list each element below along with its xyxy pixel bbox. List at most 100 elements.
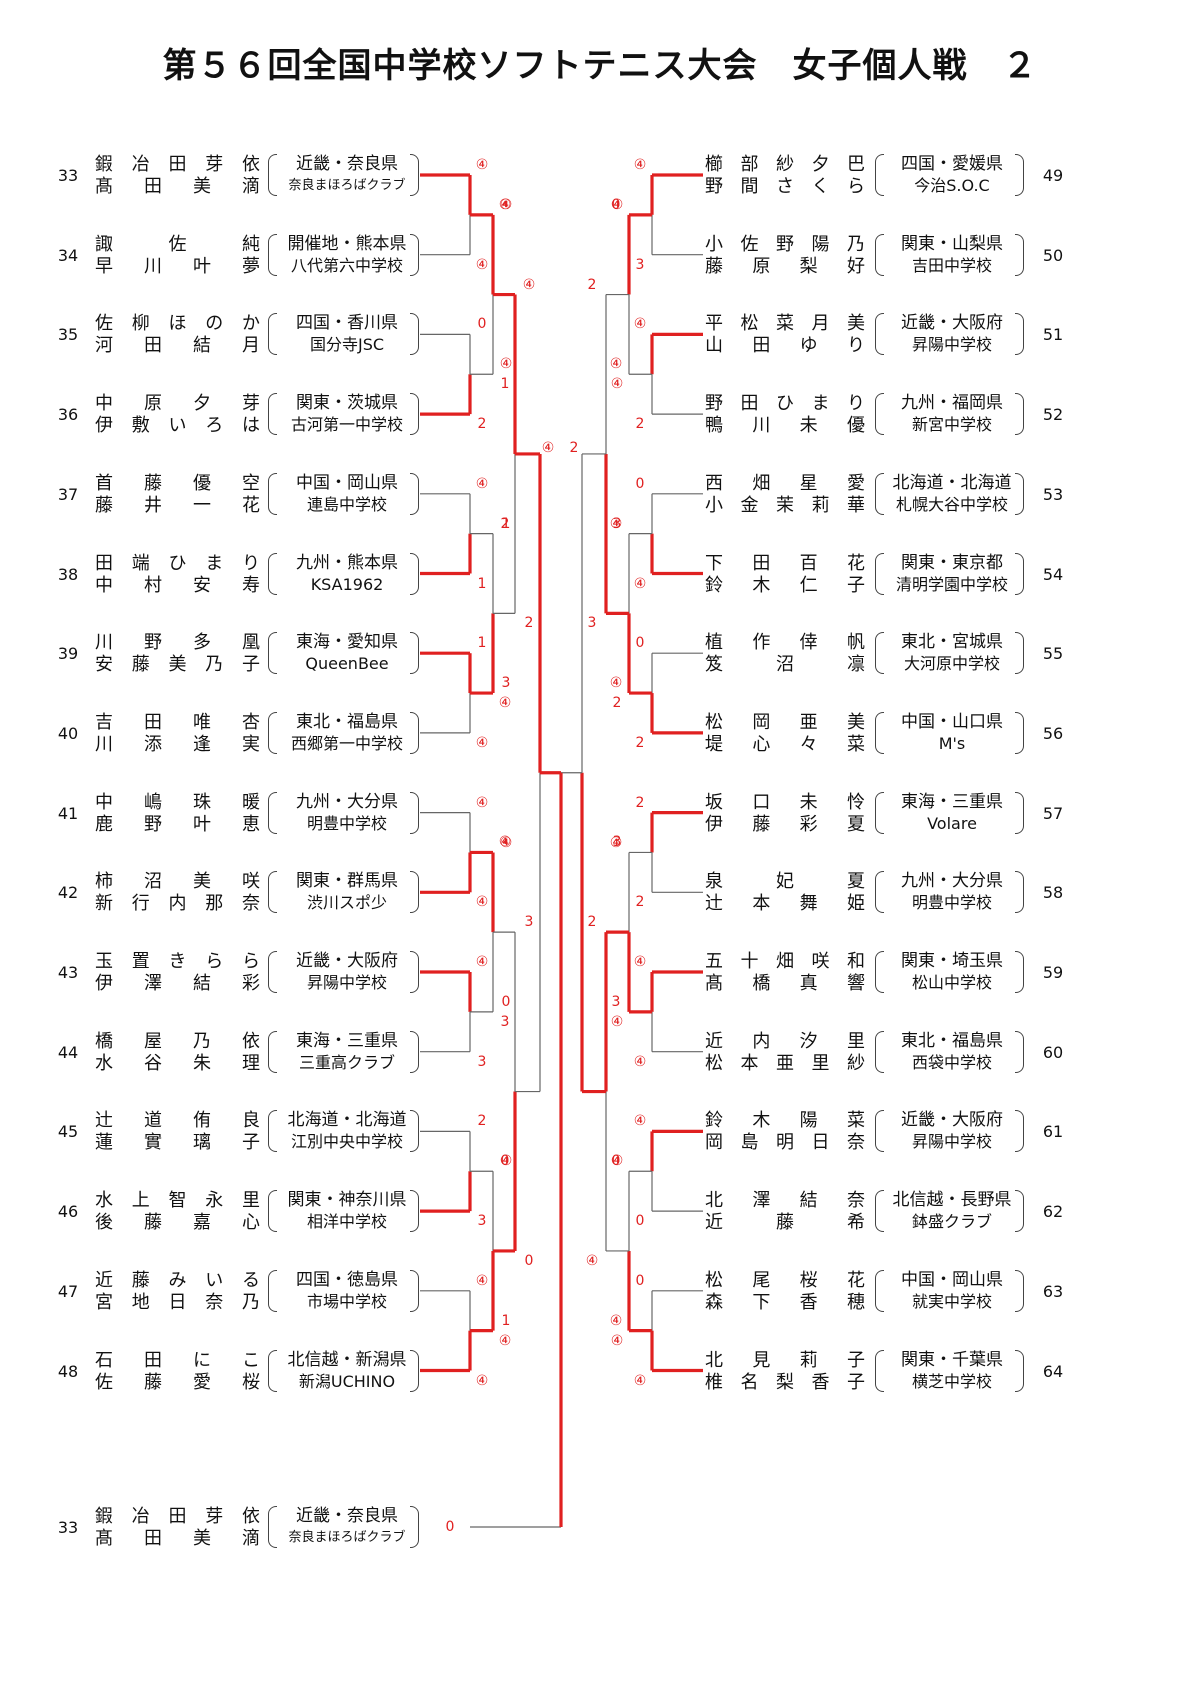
prefecture-label: 九州・福岡県: [901, 393, 1003, 414]
right_entries.4-seed-number: 53: [1042, 484, 1064, 504]
prefecture-label: 関東・千葉県: [901, 1349, 1003, 1370]
prefecture-label: 関東・東京都: [901, 552, 1003, 573]
school-club-label: 明豊中学校: [911, 893, 992, 913]
left_scores-score-r1b: ④: [499, 197, 513, 213]
school-club-label: 奈良まほろばクラブ: [288, 178, 406, 193]
left_scores-score-r2: 2: [500, 515, 510, 532]
school-club-label: 市場中学校: [306, 1291, 387, 1311]
player-name: 石田にこ: [95, 1349, 260, 1371]
left_scores-score-r1: 2: [477, 1113, 487, 1130]
player-name: 西畑星愛: [705, 472, 865, 494]
player-name: 玉置きらら: [95, 951, 260, 972]
player-name: 諏佐純: [95, 233, 260, 255]
affiliation-bracket-open: [268, 233, 277, 276]
school-club-label: 横芝中学校: [911, 1371, 992, 1391]
left_scores-score-r1: ④: [475, 794, 489, 811]
prefecture-label: 四国・香川県: [296, 313, 398, 334]
left_scores-score-r1b: ④: [499, 1153, 513, 1170]
right_scores-score-r2: 3: [612, 834, 622, 851]
left_scores-score-r1b: 3: [501, 675, 511, 692]
final-left-score: ④: [541, 440, 555, 456]
prefecture-label: 四国・愛媛県: [901, 154, 1003, 174]
player-name: 泉妃夏: [705, 871, 865, 893]
player-name: 北見莉子: [705, 1349, 865, 1371]
right_scores-score-r1: ④: [633, 316, 647, 333]
right_scores-score-r2b: ④: [610, 1332, 624, 1349]
right_scores-score-r1b: 0: [611, 1153, 621, 1170]
right_scores-score-r2: ④: [610, 196, 624, 213]
right_scores-score-r2: 3: [612, 515, 622, 532]
left_scores-score-r1: ④: [475, 1272, 489, 1289]
school-club-label: 奈良まほろばクラブ: [288, 1530, 406, 1545]
school-club-label: 新宮中学校: [911, 415, 992, 435]
prefecture-label: 開催地・熊本県: [287, 233, 407, 254]
right_scores-score-r1b: ④: [609, 675, 623, 692]
school-club-label: 吉田中学校: [911, 255, 992, 275]
affiliation-bracket-open: [268, 393, 277, 436]
player-name: 植作倖帆: [705, 632, 865, 654]
player-name: 小佐野陽乃: [705, 233, 865, 255]
partner-name: 辻本舞姫: [705, 893, 865, 915]
partner-name: 河田結月: [95, 335, 260, 357]
left_scores-score-r3b: 2: [524, 615, 534, 632]
partner-name: 堤心々菜: [705, 733, 865, 755]
right_entries.8-seed-number: 57: [1042, 803, 1064, 823]
left_scores-score-r2: 0: [500, 1153, 510, 1170]
left_scores-score-r1: ④: [475, 954, 489, 970]
player-name: 櫛部紗夕巴: [705, 154, 865, 175]
left_scores-score-r1c: 3: [477, 1213, 487, 1230]
partner-name: 宮地日奈乃: [95, 1291, 260, 1313]
left_scores-score-r2: ④: [498, 196, 512, 213]
prefecture-label: 中国・山口県: [901, 711, 1003, 732]
school-club-label: QueenBee: [305, 654, 389, 674]
school-club-label: 連島中学校: [306, 494, 387, 514]
affiliation-bracket-close: [1015, 1349, 1024, 1392]
prefecture-label: 九州・大分県: [296, 791, 398, 812]
affiliation-bracket-open: [268, 791, 277, 834]
partner-name: 蓮實璃子: [95, 1132, 260, 1154]
left_scores-score-r2b: 3: [500, 1013, 510, 1030]
prefecture-label: 九州・大分県: [901, 871, 1003, 892]
school-club-label: 大河原中学校: [903, 654, 1000, 674]
left_entries.1-seed-number: 34: [57, 245, 79, 265]
affiliation-bracket-open: [875, 1030, 884, 1073]
player-name: 柿沼美咲: [95, 871, 260, 893]
affiliation-bracket-open: [875, 472, 884, 515]
affiliation-bracket-open: [268, 154, 277, 196]
right_scores-score-r1: ④: [633, 157, 647, 173]
school-club-label: 明豊中学校: [306, 813, 387, 833]
affiliation-bracket-open: [875, 711, 884, 754]
right_scores-score-r1: ④: [633, 954, 647, 970]
partner-name: 小金茉莉華: [705, 494, 865, 516]
prefecture-label: 関東・神奈川県: [287, 1190, 407, 1211]
affiliation-bracket-close: [410, 552, 419, 595]
affiliation-bracket-close: [1015, 552, 1024, 595]
affiliation-bracket-open: [875, 951, 884, 993]
left_scores-score-r3: ④: [522, 276, 536, 293]
left_scores-score-r1c: ④: [475, 734, 489, 751]
partner-name: 鹿野叶恵: [95, 813, 260, 835]
affiliation-bracket-open: [268, 1506, 277, 1548]
affiliation-bracket-open: [268, 552, 277, 595]
player-name: 野田ひまり: [705, 393, 865, 415]
player-name: 吉田唯杏: [95, 711, 260, 733]
affiliation-bracket-open: [268, 951, 277, 993]
left_entries.14-seed-number: 47: [57, 1281, 79, 1301]
left_scores-score-r1c: ④: [475, 256, 489, 273]
left_scores-score-r2b: 1: [500, 376, 510, 393]
player-name: 鈴木陽菜: [705, 1110, 865, 1132]
partner-name: 森下香穂: [705, 1291, 865, 1313]
prefecture-label: 近畿・大阪府: [901, 313, 1003, 334]
right_entries.9-seed-number: 58: [1042, 883, 1064, 903]
partner-name: 中村安寿: [95, 574, 260, 596]
affiliation-bracket-open: [875, 791, 884, 834]
right_entries.11-seed-number: 60: [1042, 1042, 1064, 1062]
right_scores-score-r1: ④: [633, 1113, 647, 1130]
left_entries.9-seed-number: 42: [57, 883, 79, 903]
right_scores-score-r1b: 3: [611, 994, 621, 1010]
left_entries.4-seed-number: 37: [57, 484, 79, 504]
school-club-label: 相洋中学校: [306, 1212, 387, 1232]
school-club-label: Volare: [927, 813, 977, 833]
player-name: 佐柳ほのか: [95, 313, 260, 335]
school-club-label: KSA1962: [310, 574, 384, 594]
